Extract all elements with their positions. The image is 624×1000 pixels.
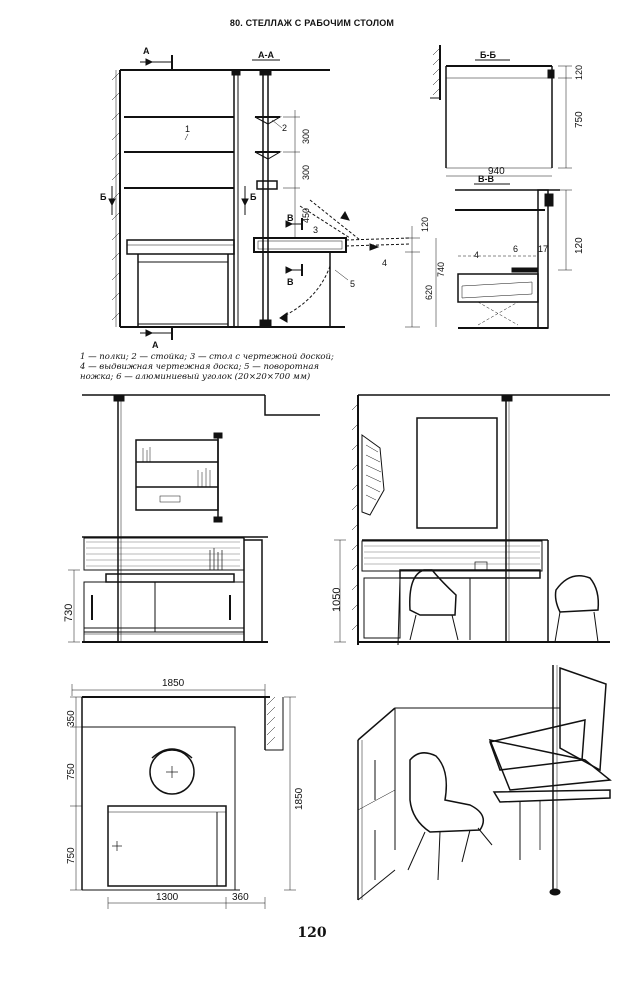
- callout-2: 2: [282, 123, 287, 133]
- dim-120-b: 120: [574, 65, 584, 80]
- section-arrow-v-top: [285, 218, 303, 230]
- dim-730: 730: [63, 604, 75, 622]
- section-arrow-b-right: [241, 186, 249, 215]
- section-label-b-right: Б: [250, 192, 257, 202]
- dim-740: 740: [436, 262, 446, 277]
- callout-3: 3: [313, 225, 318, 235]
- section-v-v: [455, 189, 572, 329]
- side-section: [250, 69, 411, 328]
- callout-4: 4: [382, 258, 387, 268]
- dim-17: 17: [538, 244, 548, 254]
- dim-120-a: 120: [420, 217, 430, 232]
- section-b-b: [430, 45, 572, 177]
- wall-elevation: [68, 394, 320, 643]
- dim-350: 350: [66, 710, 77, 727]
- page-title: 80. СТЕЛЛАЖ С РАБОЧИМ СТОЛОМ: [229, 18, 395, 28]
- section-label-v-bottom: В: [287, 277, 294, 287]
- plan-view: [70, 684, 296, 909]
- section-title-b-b: Б-Б: [480, 50, 496, 60]
- dims-a-a-right: [405, 226, 437, 328]
- callout-1: 1: [185, 124, 190, 134]
- callout-6: 6: [513, 244, 518, 254]
- dim-750-a: 750: [66, 763, 77, 780]
- section-arrow-v-bottom: [285, 264, 303, 276]
- dim-450: 450: [301, 208, 311, 223]
- figure-caption: 1 — полки; 2 — стойка; 3 — стол с чертеж…: [80, 352, 380, 382]
- section-label-a-top: А: [143, 46, 150, 56]
- wall-elevation-chair: [334, 394, 610, 646]
- dim-1300: 1300: [156, 892, 179, 903]
- dim-750-b: 750: [66, 847, 77, 864]
- page-number: 120: [297, 925, 327, 941]
- dim-300-a: 300: [301, 129, 311, 144]
- dim-1850-b: 1850: [294, 787, 305, 810]
- caption-line-2: 4 — выдвижная чертежная доска; 5 — повор…: [80, 362, 320, 372]
- callout-4-vv: 4: [474, 250, 479, 260]
- dim-1050: 1050: [331, 588, 343, 612]
- section-label-a-bottom: А: [152, 340, 159, 350]
- dim-620: 620: [424, 285, 434, 300]
- dim-1850-a: 1850: [162, 678, 185, 689]
- front-elevation: [111, 69, 330, 328]
- section-arrow-a-top: [140, 55, 173, 69]
- section-arrow-b-left: [108, 186, 116, 215]
- dim-360: 360: [232, 892, 249, 903]
- section-title-a-a: А-А: [258, 50, 274, 60]
- callout-5: 5: [350, 279, 355, 289]
- dim-300-b: 300: [301, 165, 311, 180]
- section-label-b-left: Б: [100, 192, 107, 202]
- caption-line-1: 1 — полки; 2 — стойка; 3 — стол с чертеж…: [80, 352, 334, 362]
- dim-750: 750: [574, 111, 585, 128]
- perspective-view: [357, 665, 612, 901]
- dim-120-c: 120: [574, 237, 585, 254]
- section-title-v-v: В-В: [478, 174, 494, 184]
- section-arrow-a-bottom: [140, 326, 173, 340]
- section-label-v-top: В: [287, 213, 294, 223]
- dim-940: 940: [488, 166, 505, 177]
- caption-line-3: ножка; 6 — алюминиевый уголок (20×20×700…: [80, 372, 311, 382]
